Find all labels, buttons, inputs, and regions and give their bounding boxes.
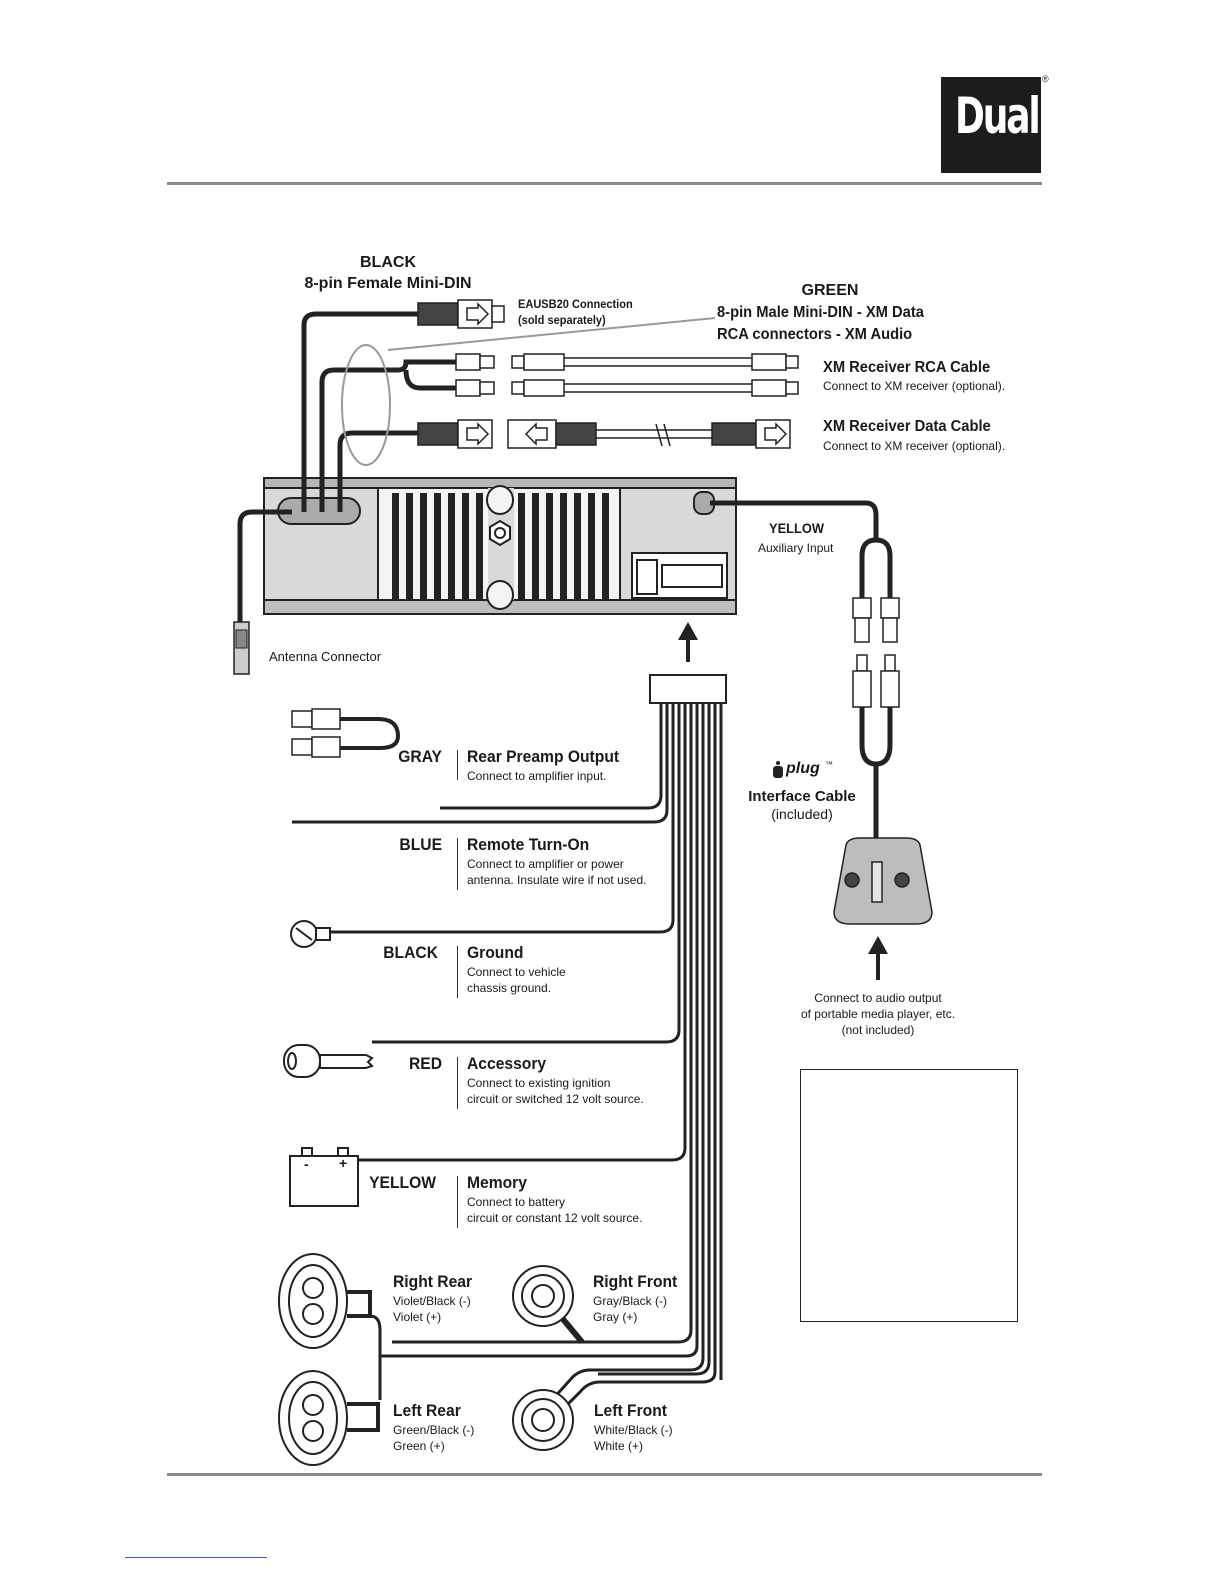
gray-rca-connectors xyxy=(291,708,341,758)
antenna-connector-label: Antenna Connector xyxy=(269,649,382,664)
wire-yellow-desc1: Connect to battery xyxy=(467,1195,566,1209)
speaker-right-front-pos: Gray (+) xyxy=(593,1310,638,1324)
dual-logo: Dual xyxy=(941,77,1041,173)
iplug-module xyxy=(833,837,933,925)
wire-gray-title: Rear Preamp Output xyxy=(467,747,620,766)
wire-gray-separator xyxy=(457,750,458,780)
eausb-connection-label: EAUSB20 Connection xyxy=(518,297,633,311)
wire-black-color: BLACK xyxy=(383,943,438,962)
wire-black-desc1: Connect to vehicle xyxy=(467,965,566,979)
wire-yellow-color: YELLOW xyxy=(369,1173,436,1192)
black-color-label: BLACK xyxy=(360,254,416,271)
iplug-i-icon xyxy=(772,761,784,779)
battery xyxy=(289,1147,359,1207)
speaker-left-rear-pos: Green (+) xyxy=(393,1439,445,1453)
iplug-brand: plug xyxy=(786,760,820,777)
blank-note-box xyxy=(800,1069,1018,1322)
ignition-key xyxy=(283,1044,374,1078)
aux-cable xyxy=(710,500,893,840)
wire-yellow-title: Memory xyxy=(467,1173,527,1192)
green-line1: 8-pin Male Mini-DIN - XM Data xyxy=(717,304,924,321)
black-connector-type: 8-pin Female Mini-DIN xyxy=(304,275,472,292)
speaker-left-rear xyxy=(278,1370,380,1466)
green-pointer-line xyxy=(387,317,716,351)
xm-data-title: XM Receiver Data Cable xyxy=(823,418,991,435)
speaker-right-front-neg: Gray/Black (-) xyxy=(593,1294,668,1308)
speaker-right-rear xyxy=(278,1253,382,1356)
wire-red-separator xyxy=(457,1057,458,1109)
wire-yellow-desc2: circuit or constant 12 volt source. xyxy=(467,1211,643,1225)
top-cables xyxy=(301,311,456,512)
aux-color-label: YELLOW xyxy=(769,520,825,536)
xm-rca-connectors xyxy=(455,353,799,397)
iplug-connect2: of portable media player, etc. xyxy=(800,1007,956,1021)
footer-link-underline xyxy=(125,1557,267,1558)
wire-blue-desc2: antenna. Insulate wire if not used. xyxy=(467,873,647,887)
wire-red-desc2: circuit or switched 12 volt source. xyxy=(467,1092,644,1106)
wire-red-title: Accessory xyxy=(467,1054,547,1073)
speaker-left-rear-title: Left Rear xyxy=(393,1401,461,1420)
wire-blue-color: BLUE xyxy=(399,835,442,854)
antenna-connector xyxy=(233,509,292,675)
iplug-line1: Interface Cable xyxy=(748,788,856,805)
wire-gray-color: GRAY xyxy=(398,747,442,766)
green-line2: RCA connectors - XM Audio xyxy=(717,326,913,343)
arrows xyxy=(678,622,888,980)
battery-minus: - xyxy=(304,1156,309,1172)
aux-input-label: Auxiliary Input xyxy=(758,541,834,555)
xm-data-connectors xyxy=(417,419,791,449)
aux-rca-plugs xyxy=(852,597,900,708)
speaker-right-front-title: Right Front xyxy=(593,1272,678,1291)
speaker-left-rear-neg: Green/Black (-) xyxy=(393,1423,475,1437)
green-color-label: GREEN xyxy=(801,282,859,299)
iplug-connect3: (not included) xyxy=(841,1023,915,1037)
speaker-left-front xyxy=(512,1389,574,1451)
speaker-right-front xyxy=(512,1265,585,1344)
speaker-left-front-title: Left Front xyxy=(594,1401,667,1420)
eausb-sold-separately: (sold separately) xyxy=(518,313,606,327)
xm-rca-desc: Connect to XM receiver (optional). xyxy=(823,379,1006,393)
footer-divider xyxy=(167,1473,1042,1476)
wire-blue-separator xyxy=(457,838,458,890)
registered-mark: ® xyxy=(1042,74,1049,84)
logo-text: Dual xyxy=(955,87,1041,145)
green-highlight-ellipse xyxy=(341,344,391,466)
wire-blue-desc1: Connect to amplifier or power xyxy=(467,857,624,871)
black-mini-din-plug xyxy=(417,299,505,329)
speaker-left-front-pos: White (+) xyxy=(594,1439,644,1453)
speaker-right-rear-pos: Violet (+) xyxy=(393,1310,442,1324)
iplug-line2: (included) xyxy=(771,806,833,822)
wire-black-title: Ground xyxy=(467,943,524,962)
wire-black-desc2: chassis ground. xyxy=(467,981,552,995)
wire-harness xyxy=(292,674,727,1414)
ground-terminal xyxy=(290,920,331,948)
xm-rca-title: XM Receiver RCA Cable xyxy=(823,359,991,376)
wire-gray-desc1: Connect to amplifier input. xyxy=(467,769,607,783)
wire-black-separator xyxy=(457,946,458,998)
wire-red-desc1: Connect to existing ignition xyxy=(467,1076,611,1090)
head-unit xyxy=(263,477,737,615)
header-divider xyxy=(167,182,1042,185)
speaker-right-rear-neg: Violet/Black (-) xyxy=(393,1294,471,1308)
iplug-connect1: Connect to audio output xyxy=(814,991,942,1005)
speaker-left-front-neg: White/Black (-) xyxy=(594,1423,673,1437)
xm-data-desc: Connect to XM receiver (optional). xyxy=(823,439,1006,453)
speaker-right-rear-title: Right Rear xyxy=(393,1272,473,1291)
battery-plus: + xyxy=(339,1155,348,1171)
wire-yellow-separator xyxy=(457,1176,458,1228)
iplug-tm: ™ xyxy=(825,760,833,769)
wire-blue-title: Remote Turn-On xyxy=(467,835,590,854)
wire-red-color: RED xyxy=(408,1054,442,1073)
